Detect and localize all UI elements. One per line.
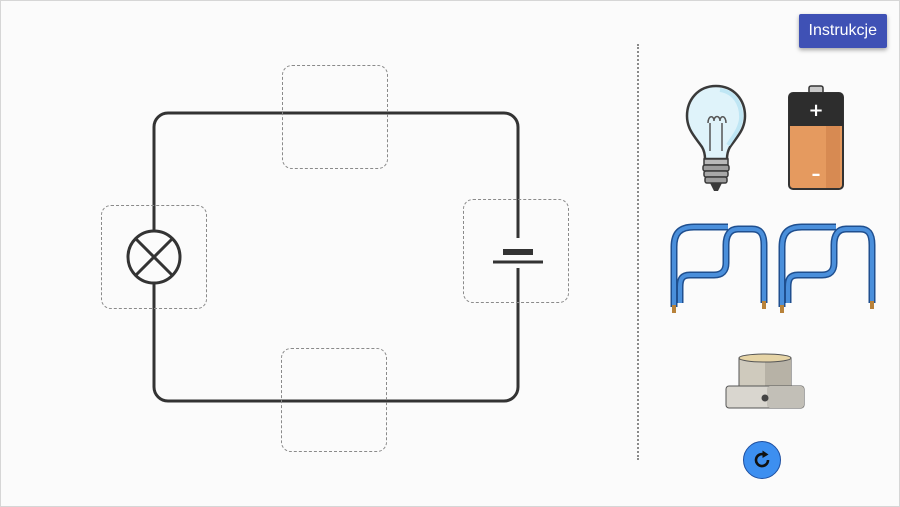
palette-light-bulb[interactable]: [684, 83, 748, 200]
battery-icon: + –: [788, 85, 844, 190]
panel-divider: [637, 44, 639, 460]
slot-right[interactable]: [463, 199, 569, 303]
wire-icon: [670, 223, 768, 313]
svg-text:–: –: [812, 164, 821, 185]
battery-symbol: [493, 238, 543, 268]
svg-text:+: +: [808, 100, 823, 121]
reset-button[interactable]: [743, 441, 781, 479]
palette-bulb-socket[interactable]: [723, 352, 807, 417]
circuit-diagram: [126, 111, 543, 403]
bulb-socket-icon: [725, 353, 805, 409]
lamp-symbol: [126, 229, 182, 285]
palette-wire-2[interactable]: [776, 223, 876, 320]
wire-icon: [778, 223, 876, 313]
refresh-icon: [754, 450, 770, 468]
slot-left[interactable]: [101, 205, 207, 309]
palette-wire-1[interactable]: [668, 223, 768, 320]
instructions-button[interactable]: Instrukcje: [798, 14, 887, 48]
slot-top[interactable]: [282, 65, 388, 169]
palette-battery[interactable]: + –: [786, 84, 846, 197]
slot-bottom[interactable]: [281, 348, 387, 452]
light-bulb-icon: [685, 84, 747, 191]
